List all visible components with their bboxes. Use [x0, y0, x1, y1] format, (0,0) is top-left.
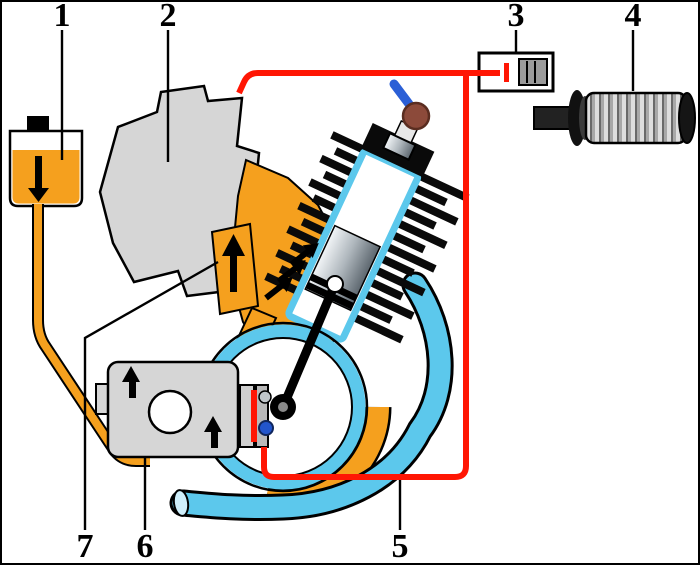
flow-arrow-icon — [277, 260, 306, 284]
crank-pin-center — [278, 402, 288, 412]
carburetor — [95, 360, 240, 459]
piston-pin — [326, 275, 344, 293]
spark-plug-cap — [401, 101, 431, 131]
spark-plug-hex — [381, 131, 417, 161]
carburetor-flow-arrow-icon — [122, 366, 140, 398]
label-2: 2 — [160, 0, 177, 34]
ignition-wire-loop — [261, 73, 469, 480]
label-7: 7 — [77, 528, 94, 565]
label-5: 5 — [392, 528, 409, 565]
flow-arrow-icon — [264, 277, 293, 301]
cylinder-assembly — [264, 110, 470, 344]
ignition-wire-top — [236, 70, 500, 95]
label-1: 1 — [54, 0, 71, 34]
intake-flow-arrows — [264, 243, 319, 301]
label-3: 3 — [508, 0, 525, 34]
flow-arrow-icon — [290, 243, 319, 267]
label-6: 6 — [137, 528, 154, 565]
connecting-rod — [278, 279, 340, 412]
label-7-leader — [83, 260, 219, 530]
switch-element — [518, 58, 548, 86]
breaker-contact-dot — [258, 420, 274, 436]
contact-breaker — [239, 384, 274, 448]
transfer-duct-arrow-icon — [222, 234, 245, 292]
fuel-cap — [27, 116, 49, 131]
grip-body — [584, 91, 688, 145]
throttle-grip — [533, 90, 696, 146]
carburetor-float-chamber — [147, 389, 193, 435]
exhaust-outlet — [172, 489, 190, 517]
switch-contact — [504, 63, 509, 82]
exhaust-pipe — [172, 274, 451, 519]
fuel-line — [34, 204, 150, 465]
label-4: 4 — [625, 0, 642, 34]
fuel-level — [12, 150, 80, 204]
grip-end-cap — [678, 92, 696, 144]
fuel-tank — [8, 116, 84, 208]
breaker-screw — [258, 390, 272, 404]
spark-plug-wire — [389, 79, 414, 109]
carburetor-flow-arrow-icon — [204, 416, 222, 448]
fuel-down-arrow-icon — [28, 156, 49, 202]
